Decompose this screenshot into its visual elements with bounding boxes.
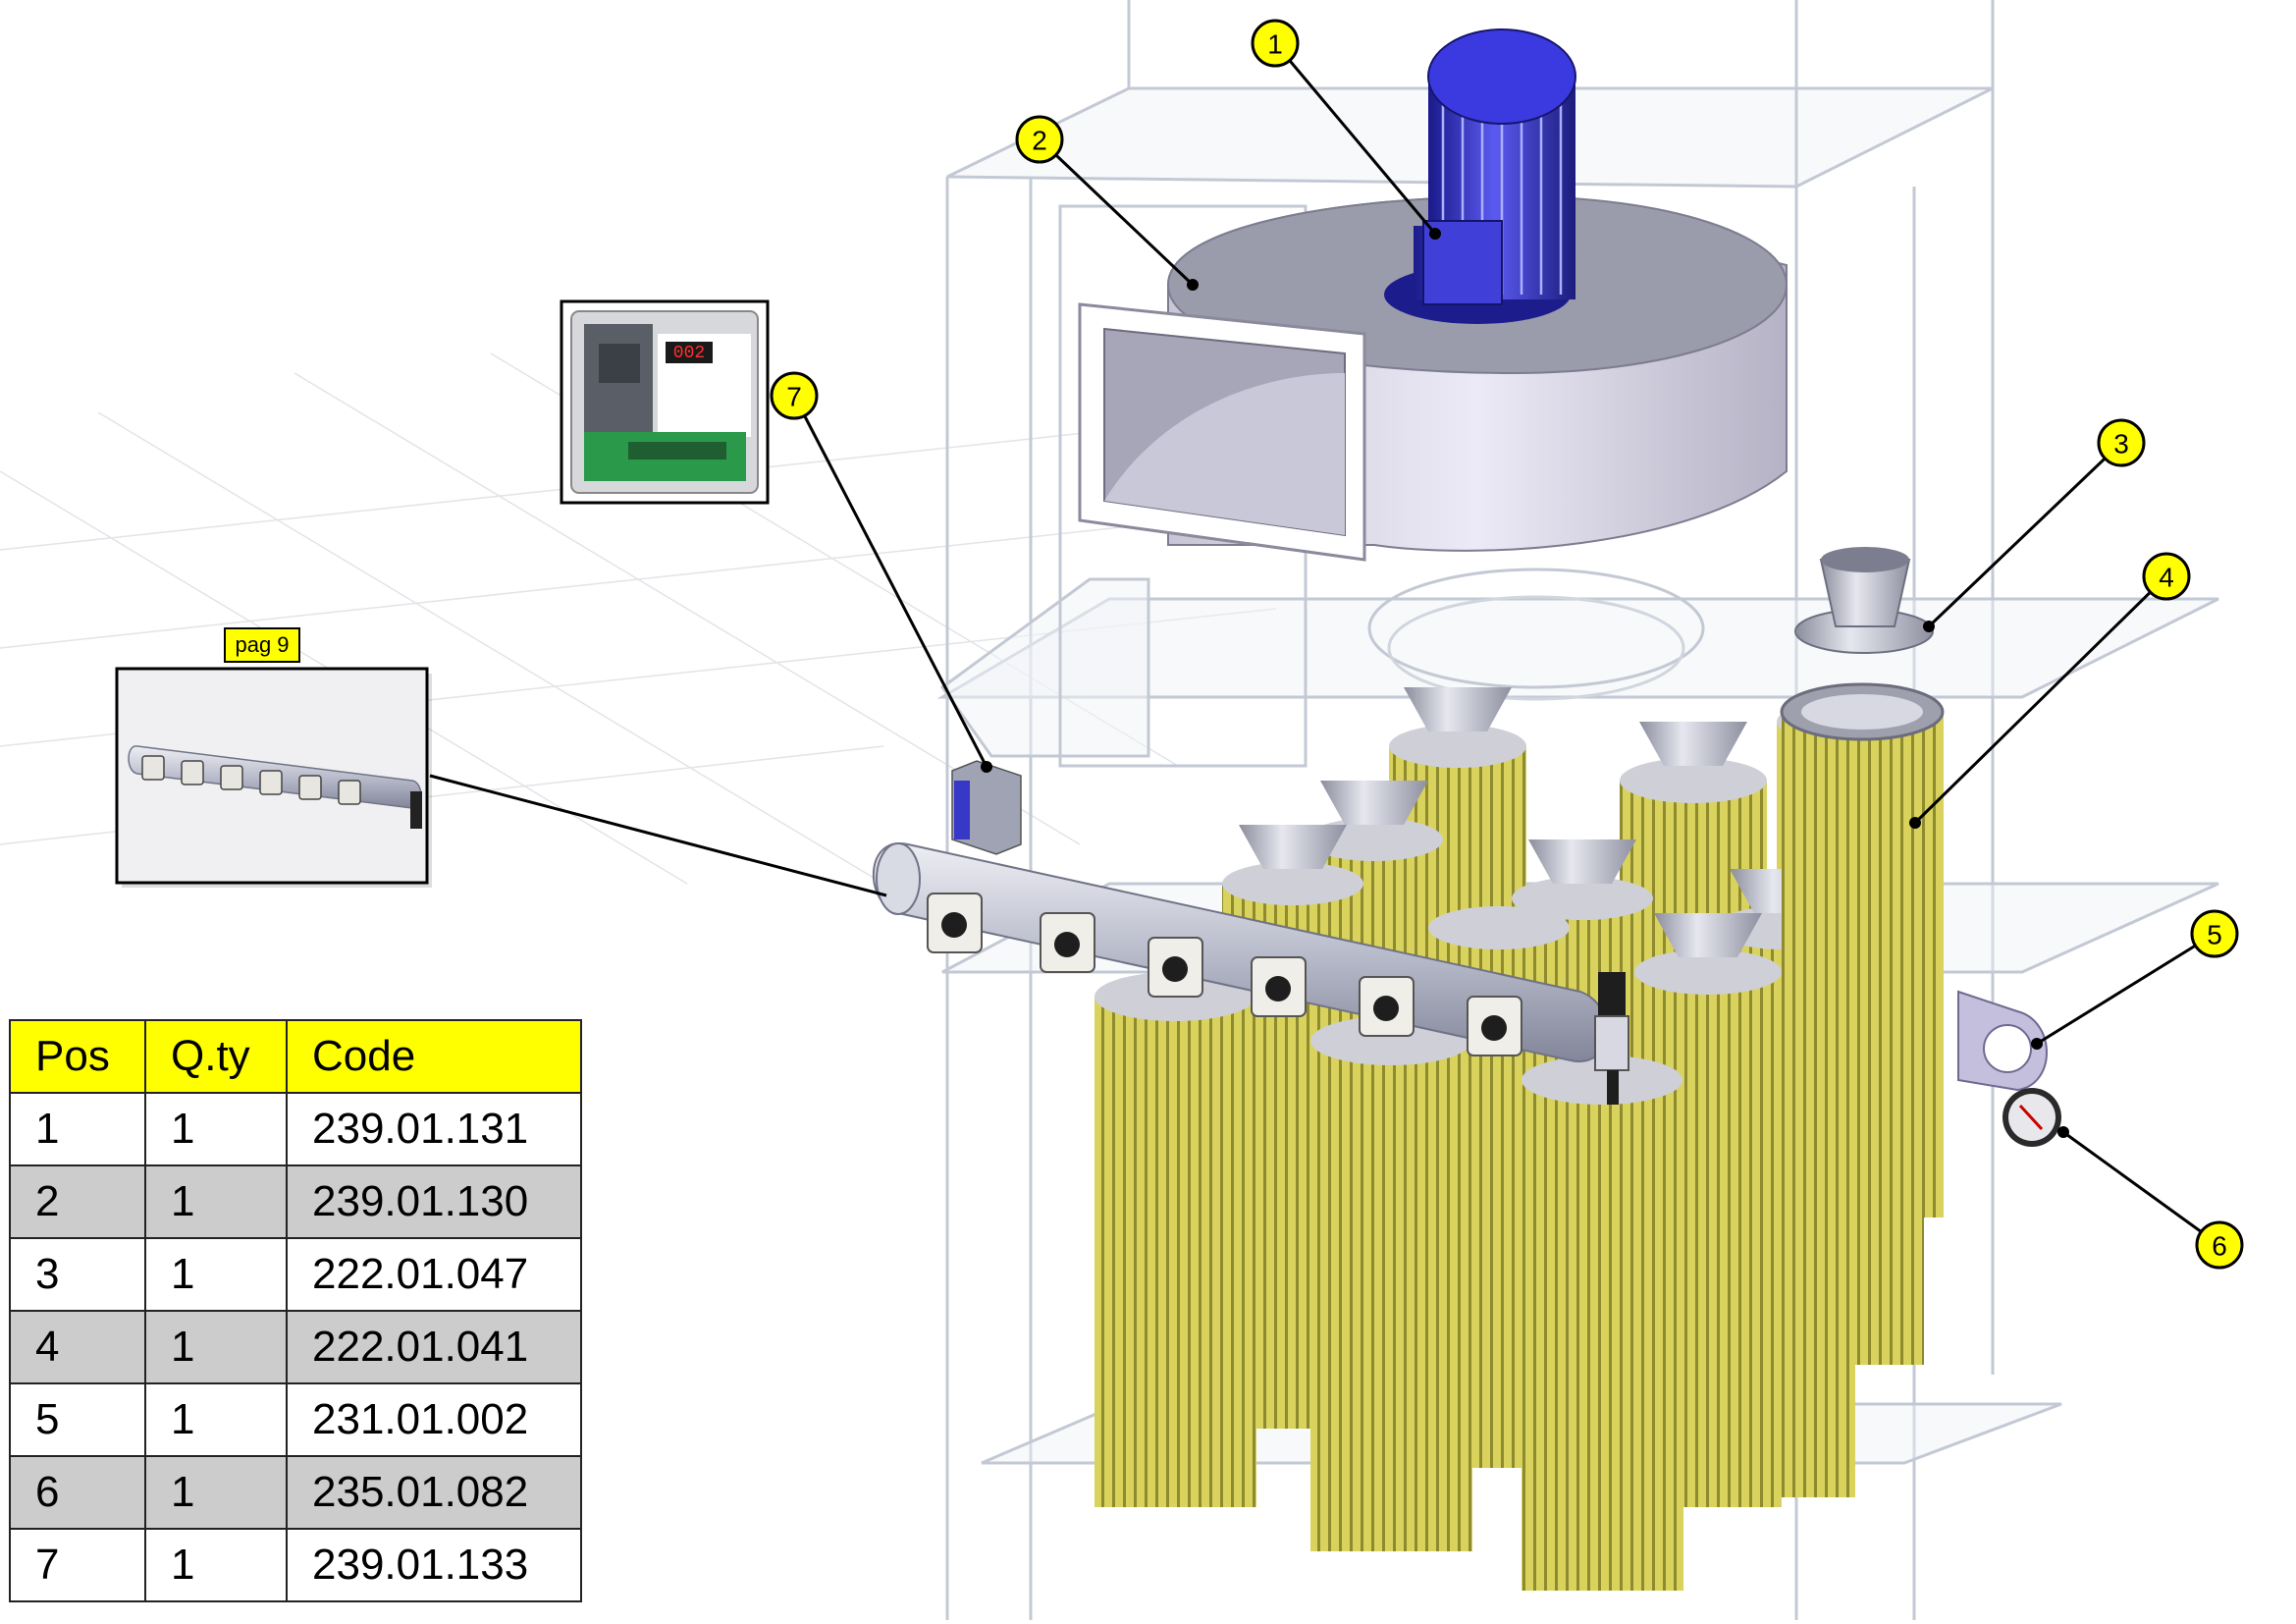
filter-cartridge [1310,1016,1472,1551]
pressure-gauge [2002,1088,2061,1147]
leader-end-dots [981,228,2069,1138]
cell-pos: 1 [9,1092,146,1166]
leader-lines [429,42,2220,1247]
controller-photo-inset: 002 [560,299,770,505]
callout-number: 2 [1032,126,1047,156]
table-header-row: Pos Q.ty Code [9,1019,582,1094]
cell-qty: 1 [144,1528,288,1602]
cell-code: 231.01.002 [286,1382,582,1457]
callout-number: 5 [2207,920,2222,950]
callout-number: 1 [1267,29,1283,60]
cell-qty: 1 [144,1382,288,1457]
callout-number: 3 [2113,429,2129,460]
cell-code: 239.01.131 [286,1092,582,1166]
gauge-bracket [1957,990,2048,1092]
filter-cartridge-separate [1780,682,1945,1218]
filter-cartridge [1522,1056,1683,1591]
manifold-detail-inset [115,667,432,888]
cell-qty: 1 [144,1164,288,1239]
air-manifold [872,842,1629,1105]
controller-display-readout: 002 [673,344,705,363]
fan-housing [1078,194,1789,562]
callout-balloon-7: 7 [770,371,819,420]
column-header-pos: Pos [9,1019,146,1094]
cell-qty: 1 [144,1455,288,1530]
cell-qty: 1 [144,1310,288,1384]
cell-code: 222.01.041 [286,1310,582,1384]
cell-pos: 3 [9,1237,146,1312]
callout-number: 6 [2212,1231,2227,1262]
fan-motor [1384,28,1576,324]
cell-code: 239.01.133 [286,1528,582,1602]
cell-qty: 1 [144,1092,288,1166]
callout-number: 4 [2159,563,2174,593]
column-header-qty: Q.ty [144,1019,288,1094]
callout-balloon-3: 3 [2097,418,2146,467]
controller-box-mounted [951,760,1022,855]
callout-balloon-2: 2 [1015,115,1064,164]
cell-pos: 5 [9,1382,146,1457]
page-reference-label: pag 9 [224,627,300,663]
callout-balloon-1: 1 [1251,19,1300,68]
cell-code: 235.01.082 [286,1455,582,1530]
cell-pos: 6 [9,1455,146,1530]
cell-code: 222.01.047 [286,1237,582,1312]
filter-cartridges [1095,682,1945,1591]
callout-balloon-6: 6 [2195,1220,2244,1270]
filter-cartridge [1095,972,1256,1507]
venturi-cone [1794,547,1934,654]
callout-balloon-5: 5 [2190,909,2239,958]
cell-pos: 2 [9,1164,146,1239]
cell-qty: 1 [144,1237,288,1312]
callout-number: 7 [786,382,802,412]
cell-code: 239.01.130 [286,1164,582,1239]
cell-pos: 7 [9,1528,146,1602]
air-filter-regulator [1594,972,1629,1105]
column-header-code: Code [286,1019,582,1094]
cell-pos: 4 [9,1310,146,1384]
callout-balloon-4: 4 [2142,552,2191,601]
